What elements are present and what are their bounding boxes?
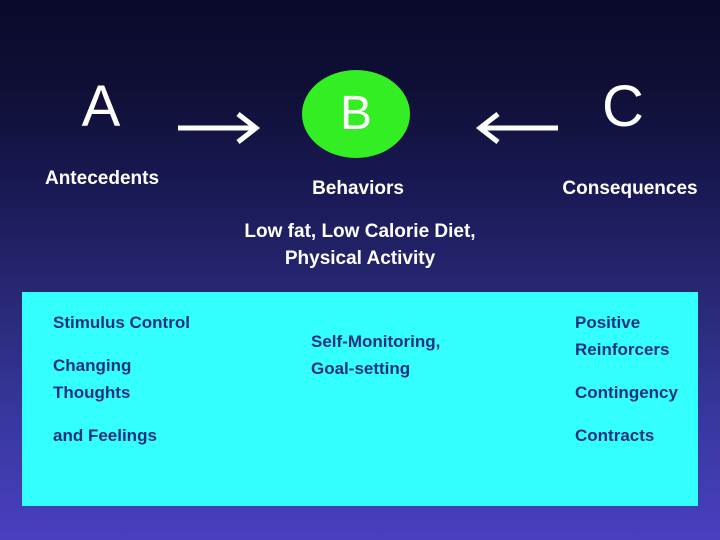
panel-right-spacer-2 (575, 406, 720, 422)
behavior-detail-text: Low fat, Low Calorie Diet, Physical Acti… (180, 218, 540, 272)
caption-antecedents: Antecedents (44, 168, 160, 189)
panel-left-line-4: and Feelings (53, 426, 157, 445)
behavior-detail-line-1: Low fat, Low Calorie Diet, (244, 221, 476, 242)
letter-b: B (339, 87, 372, 140)
panel-left-line-3: Thoughts (53, 383, 131, 402)
arrow-right-icon (176, 108, 264, 148)
letter-a: A (81, 74, 121, 139)
panel-right-line-2: Reinforcers (575, 340, 670, 359)
panel-left-spacer-1 (53, 336, 283, 352)
panel-right-line-1: Positive (575, 313, 641, 332)
strategies-panel: Stimulus Control Changing Thoughts and F… (22, 292, 698, 506)
caption-behaviors: Behaviors (312, 178, 404, 199)
panel-left-spacer-2 (53, 406, 283, 422)
panel-column-behaviors: Self-Monitoring, Goal-setting (311, 328, 541, 382)
panel-left-line-1: Stimulus Control (53, 313, 190, 332)
letter-c: C (602, 74, 644, 139)
behavior-circle: B (302, 70, 410, 158)
caption-consequences: Consequences (562, 178, 698, 199)
panel-right-spacer-1 (575, 363, 720, 379)
behavior-detail-line-2: Physical Activity (284, 248, 436, 269)
panel-middle-line-1: Self-Monitoring, (311, 332, 441, 351)
panel-right-line-4: Contracts (575, 426, 655, 445)
panel-column-consequences: Positive Reinforcers Contingency Contrac… (575, 309, 720, 449)
panel-column-antecedents: Stimulus Control Changing Thoughts and F… (53, 309, 283, 449)
arrow-left-icon (472, 108, 560, 148)
panel-right-line-3: Contingency (575, 383, 678, 402)
panel-middle-line-2: Goal-setting (311, 359, 411, 378)
panel-left-line-2: Changing (53, 356, 132, 375)
